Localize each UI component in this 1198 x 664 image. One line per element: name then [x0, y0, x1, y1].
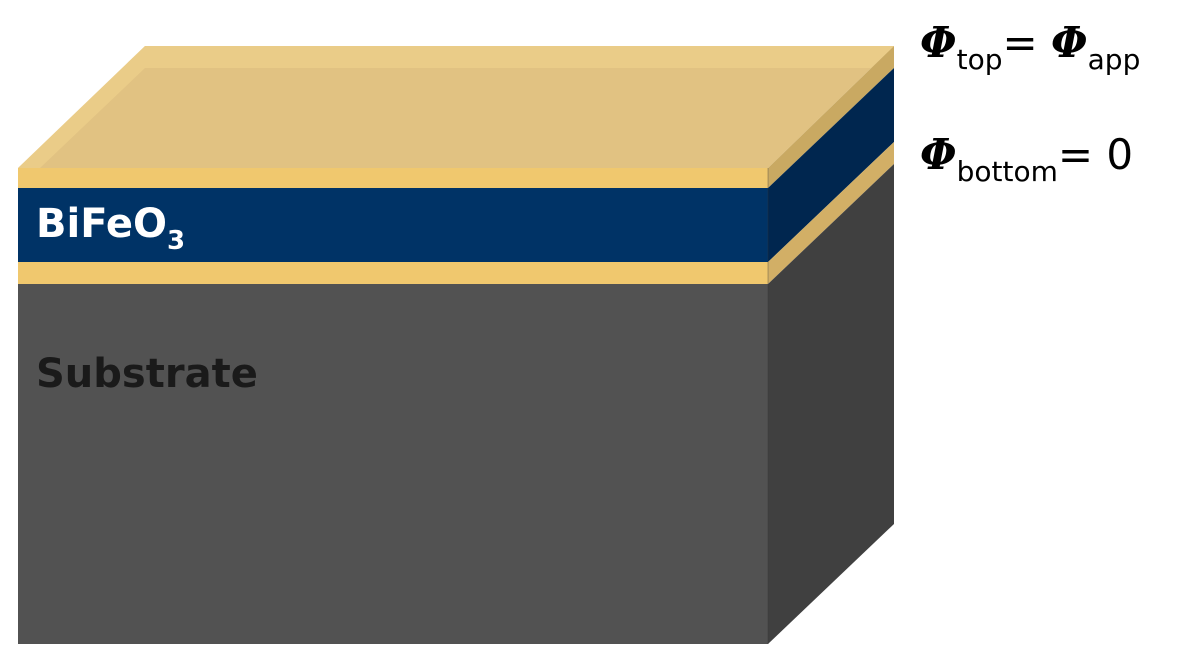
- bifeo3-right-face: [768, 68, 894, 262]
- bottom-electrode-front-face: [18, 262, 768, 284]
- top-electrode-right-face: [768, 46, 894, 188]
- bottom-electrode-right-face: [768, 142, 894, 284]
- bifeo3-front-face: [18, 188, 768, 262]
- top-electrode-top-face-rim: [18, 46, 894, 168]
- phi-symbol-bottom: Φ: [920, 130, 957, 179]
- phi-symbol: Φ: [920, 18, 957, 67]
- bifeo3-label: BiFeO3: [36, 201, 185, 254]
- phi-symbol-rhs: Φ: [1051, 18, 1088, 67]
- app-subscript: app: [1087, 43, 1141, 76]
- bifeo3-label-subscript: 3: [167, 226, 186, 256]
- bottom-boundary-condition: Φbottom= 0: [920, 134, 1133, 186]
- top-electrode-front-face: [18, 168, 768, 188]
- bottom-subscript: bottom: [956, 155, 1058, 188]
- top-electrode-top-face: [18, 46, 894, 168]
- top-subscript: top: [956, 43, 1003, 76]
- equals-zero: = 0: [1057, 130, 1134, 179]
- substrate-label: Substrate: [36, 351, 258, 397]
- substrate-right-face: [768, 164, 894, 644]
- substrate-front-face: [18, 284, 768, 644]
- equals-sign: =: [1002, 18, 1038, 67]
- bifeo3-label-main: BiFeO: [36, 201, 168, 247]
- top-boundary-condition: Φtop= Φapp: [920, 22, 1140, 74]
